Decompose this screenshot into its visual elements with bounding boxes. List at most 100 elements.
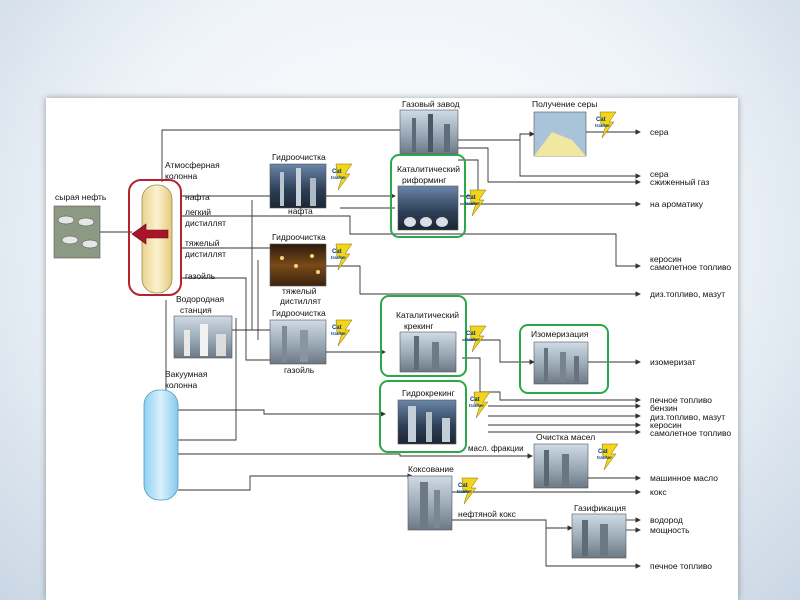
crude-oil-unit: сырая нефть — [53, 192, 107, 259]
catalytic-cracking-highlight — [380, 295, 467, 377]
catalytic-reforming-label-1: Каталитический — [397, 164, 460, 174]
cattracker-logo-text: tracker — [597, 455, 612, 460]
catalytic-reforming-label-2: риформинг — [402, 175, 446, 185]
catalytic-cracking-label-1: Каталитический — [396, 310, 459, 320]
hydrocracking-unit: Гидрокрекинг — [379, 380, 467, 453]
cattracker-logo-text: Cat — [596, 117, 606, 123]
feed-arrow-icon — [131, 223, 169, 245]
gasoil-label: газойль — [185, 271, 216, 281]
cattracker-logo-text: Cat — [332, 325, 342, 331]
sulfur-recovery-unit: Получение серы — [532, 99, 597, 157]
product-liquefied-gas: сжиженный газ — [650, 177, 709, 187]
atmospheric-column-label-2: колонна — [165, 171, 198, 181]
sulfur-recovery-label: Получение серы — [532, 99, 597, 109]
light-distillate-label-1: легкий — [185, 207, 211, 217]
catalytic-cracking-label-2: крекинг — [404, 321, 433, 331]
cattracker-logo-text: tracker — [331, 175, 346, 180]
atmospheric-column-unit: Атмосферная колонна — [128, 160, 220, 296]
oil-purification-unit: Очистка масел масл. фракции — [468, 432, 595, 489]
hydrotreating-2-photo — [269, 243, 327, 287]
product-kerosene-1: керосин — [650, 254, 682, 264]
product-diesel-fuel-oil-2: диз.топливо, мазут — [650, 412, 725, 422]
product-stove-fuel-1: печное топливо — [650, 395, 712, 405]
gasification-unit: Газификация — [571, 503, 627, 559]
isomerization-unit: Изомеризация — [519, 324, 609, 394]
oil-purification-photo — [533, 443, 589, 489]
catalytic-cracking-unit: Каталитический крекинг — [380, 295, 467, 377]
product-power: мощность — [650, 525, 690, 535]
hydrocracking-label: Гидрокрекинг — [402, 388, 455, 398]
hydrogen-station-label-1: Водородная — [176, 294, 225, 304]
hydrotreating-3-unit: Гидроочистка газойль — [269, 308, 327, 375]
gasoil-output-label: газойль — [284, 365, 315, 375]
heavy-distillate-label-1: тяжелый — [185, 238, 220, 248]
gas-plant-label: Газовый завод — [402, 99, 460, 109]
gas-plant-unit: Газовый завод — [399, 99, 460, 155]
crude-oil-photo — [53, 205, 101, 259]
cattracker-logo-text: tracker — [595, 123, 610, 128]
cattracker-logo-text: tracker — [465, 337, 480, 342]
cattracker-logo-text: Cat — [466, 195, 476, 201]
cattracker-logos: CattrackerCattrackerCattrackerCattracker… — [331, 111, 619, 505]
hydrotreating-2-label: Гидроочистка — [272, 232, 326, 242]
isomerization-highlight — [519, 324, 609, 394]
hydrogen-station-unit: Водородная станция — [173, 294, 233, 359]
light-distillate-label-2: дистиллят — [185, 218, 226, 228]
hydrotreating-1-label: Гидроочистка — [272, 152, 326, 162]
cattracker-logo-text: Cat — [458, 483, 468, 489]
product-diesel-fuel-oil-1: диз.топливо, мазут — [650, 289, 725, 299]
cattracker-logo-text: tracker — [457, 489, 472, 494]
coking-unit: Коксование нефтяной кокс — [407, 464, 517, 531]
product-labels: сера сера сжиженный газ на ароматику кер… — [650, 127, 731, 571]
heavy-distillate-output-label-1: тяжелый — [282, 286, 317, 296]
atmospheric-column-highlight — [128, 179, 182, 296]
gasification-photo — [571, 513, 627, 559]
cattracker-logo-text: tracker — [465, 201, 480, 206]
flow-lines — [100, 129, 641, 569]
vacuum-column-unit: Вакуумная колонна — [143, 369, 208, 501]
hydrogen-station-label-2: станция — [180, 305, 212, 315]
hydrotreating-2-unit: Гидроочистка тяжелый дистиллят — [269, 232, 327, 306]
petroleum-coke-label: нефтяной кокс — [458, 509, 517, 519]
product-sulfur-1: сера — [650, 127, 669, 137]
cattracker-logo-text: Cat — [466, 331, 476, 337]
atmospheric-column-vessel — [141, 184, 173, 294]
product-coke: кокс — [650, 487, 667, 497]
product-stove-fuel-2: печное топливо — [650, 561, 712, 571]
vacuum-column-vessel — [143, 389, 179, 501]
hydrotreating-1-unit: Гидроочистка нафта — [269, 152, 327, 216]
heavy-distillate-label-2: дистиллят — [185, 249, 226, 259]
cattracker-logo-text: Cat — [598, 449, 608, 455]
cattracker-logo-text: Cat — [470, 397, 480, 403]
naphtha-label: нафта — [185, 192, 210, 202]
cattracker-logo-text: Cat — [332, 169, 342, 175]
hydrotreating-3-photo — [269, 319, 327, 365]
cattracker-logo-text: tracker — [469, 403, 484, 408]
isomerization-label: Изомеризация — [531, 329, 589, 339]
product-motor-oil: машинное масло — [650, 473, 718, 483]
cattracker-logo-text: Cat — [332, 249, 342, 255]
oil-fractions-label: масл. фракции — [468, 444, 524, 453]
hydrotreating-3-label: Гидроочистка — [272, 308, 326, 318]
hydrocracking-highlight — [379, 380, 467, 453]
product-gasoline: бензин — [650, 403, 678, 413]
cattracker-logo-text: tracker — [331, 255, 346, 260]
product-isomerate: изомеризат — [650, 357, 696, 367]
oil-purification-label: Очистка масел — [536, 432, 595, 442]
product-kerosene-2: керосин — [650, 420, 682, 430]
product-sulfur-2: сера — [650, 169, 669, 179]
crude-oil-label: сырая нефть — [55, 192, 107, 202]
catalytic-cracking-photo — [399, 331, 457, 373]
atmospheric-column-label-1: Атмосферная — [165, 160, 220, 170]
catalytic-reforming-highlight — [390, 154, 466, 238]
